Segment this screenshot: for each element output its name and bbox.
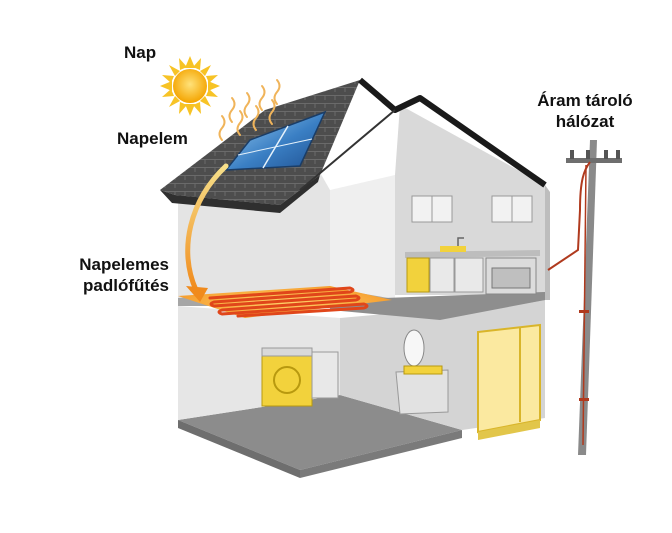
energy-arrow-icon [185, 163, 229, 302]
grid-label-line1: Áram tároló [537, 91, 633, 110]
heat-waves-icon [218, 79, 281, 141]
floor-heating-label-line1: Napelemes [79, 255, 169, 274]
grid-label: Áram tároló hálózat [520, 90, 650, 132]
utility-pole-icon [547, 140, 622, 455]
shower-cabin-icon [477, 323, 541, 440]
floor-heating-label: Napelemes padlófűtés [64, 254, 169, 296]
sun-label: Nap [124, 43, 157, 62]
grid-label-line2: hálózat [555, 112, 615, 131]
sun-icon [160, 56, 220, 116]
floor-heating-label-line2: padlófűtés [83, 276, 169, 295]
floor-heating-coil-icon [208, 286, 369, 318]
solar-panel-label: Napelem [117, 129, 188, 148]
washing-machine-icon [261, 347, 339, 407]
bathroom-sink-icon [395, 329, 449, 415]
kitchen-icon [405, 195, 540, 295]
solar-panel-icon [224, 110, 327, 171]
